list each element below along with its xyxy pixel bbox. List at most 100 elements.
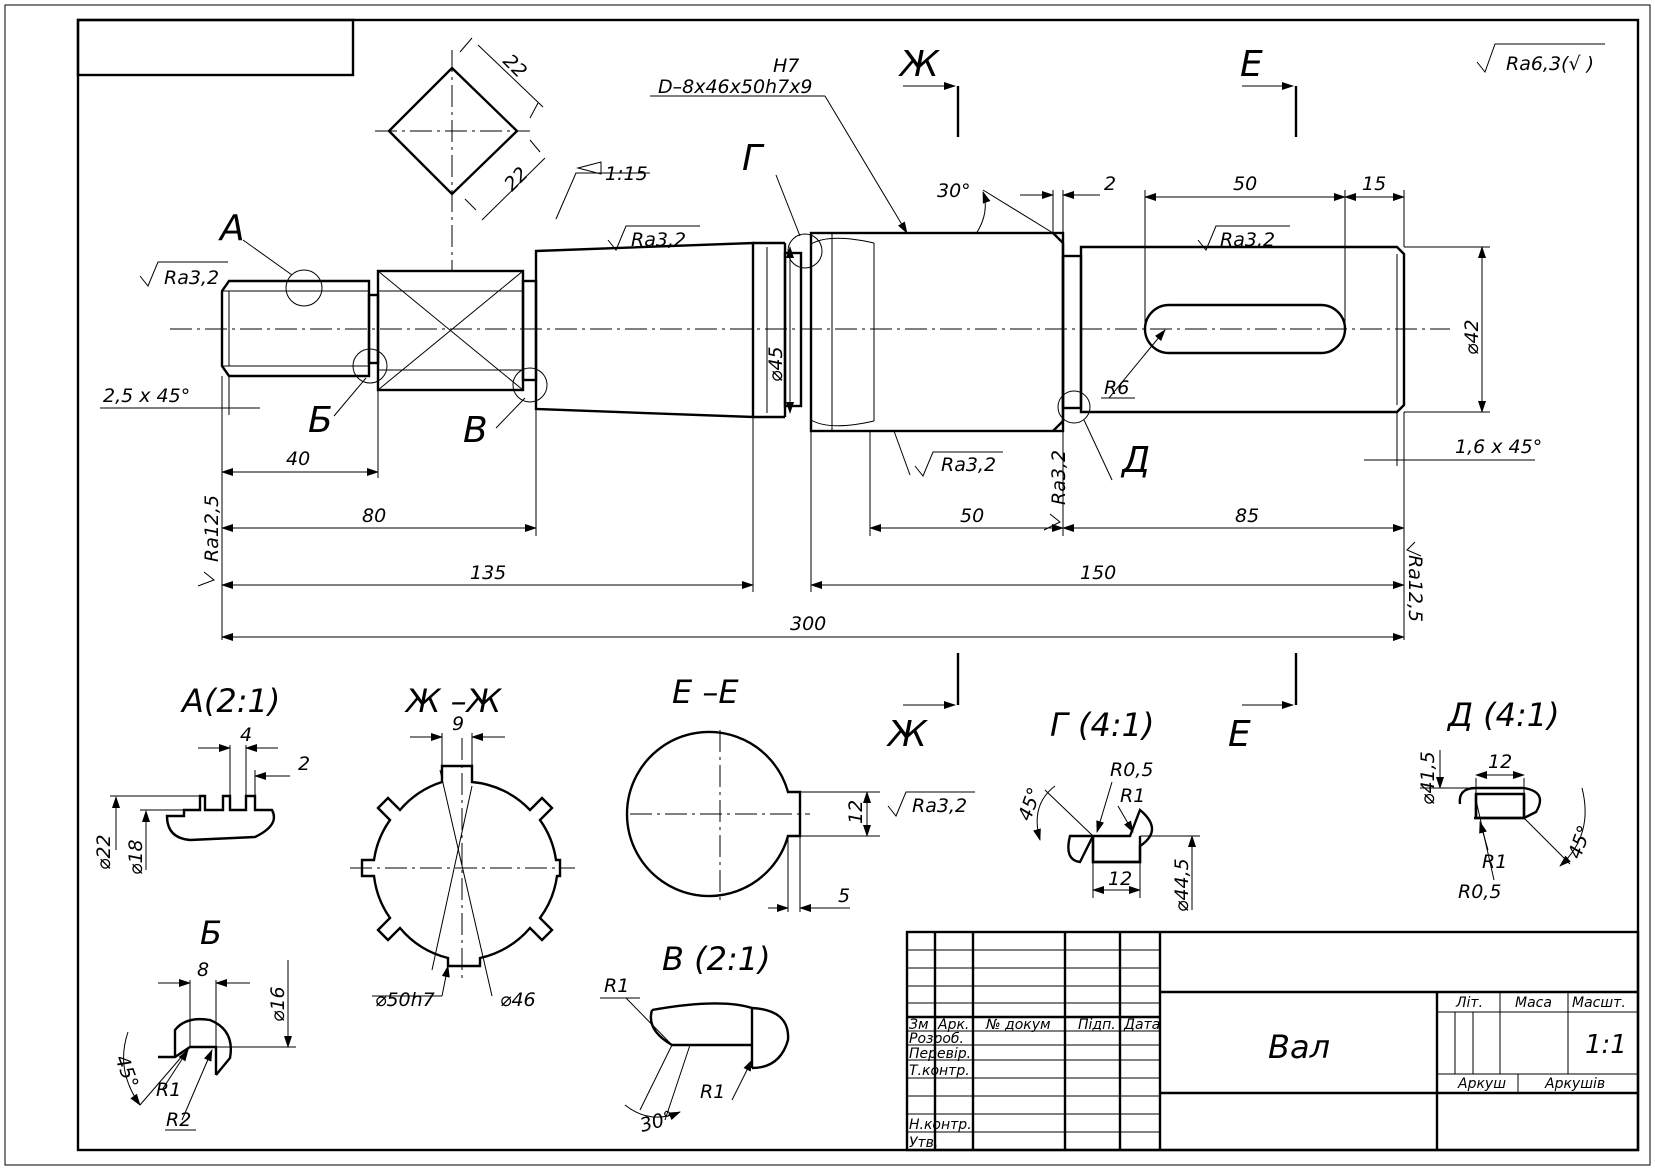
ra-right-face: Ra12,5	[1404, 555, 1426, 622]
section-zh-title: Ж –Ж	[404, 682, 503, 720]
section-e-dim-12: 12	[845, 800, 867, 824]
square-dim-bottom: 22	[500, 163, 533, 196]
tb-col-scale: Масшт.	[1572, 995, 1626, 1011]
detail-a: А(2:1) 4 2 ⌀22 ⌀18	[93, 682, 310, 875]
label-e-top: Е	[1240, 44, 1263, 85]
taper-label: 1:15	[605, 163, 648, 185]
dim-50: 50	[960, 505, 984, 527]
section-zh-d50: ⌀50h7	[375, 989, 435, 1011]
keyway-slot	[1143, 303, 1347, 355]
detail-circle-b	[352, 348, 388, 384]
detail-circle-v	[512, 367, 548, 403]
detail-d-a45: 45°	[1564, 823, 1596, 862]
detail-circle-d	[1057, 390, 1091, 424]
square-cross-section: 22 22	[375, 37, 546, 270]
label-e-bottom: Е	[1228, 714, 1251, 755]
tb-sheets: Аркушів	[1544, 1076, 1605, 1092]
label-a: А	[218, 208, 245, 249]
detail-b-r1: R1	[156, 1079, 181, 1101]
keyed-journal	[1079, 245, 1406, 414]
detail-g-a45: 45°	[1014, 785, 1046, 824]
section-e-title: Е –Е	[672, 673, 739, 711]
label-v: В	[463, 410, 488, 451]
detail-d-d415: ⌀41,5	[1417, 751, 1439, 805]
tb-role-tech-control: Т.контр.	[909, 1063, 970, 1079]
spline-callout: H7 D–8x46x50h7x9	[650, 55, 908, 234]
detail-d-r1: R1	[1482, 851, 1507, 873]
label-zh-top: Ж	[898, 44, 941, 85]
drawing-frame	[76, 18, 1640, 1152]
detail-a-dim-2: 2	[298, 753, 310, 775]
tb-role-checker: Перевір.	[909, 1046, 971, 1062]
dim-40: 40	[286, 448, 310, 470]
section-e: Е –Е 12 Ra3,2 5	[625, 673, 975, 912]
section-e-dim-5: 5	[838, 885, 850, 907]
detail-g-r05: R0,5	[1110, 759, 1153, 781]
spline-designation: D–8x46x50h7x9	[658, 76, 813, 98]
dim-150: 150	[1080, 562, 1116, 584]
general-roughness: Ra6,3(√ )	[1476, 43, 1605, 75]
section-cut-marks	[903, 82, 1298, 709]
detail-a-dim-4: 4	[240, 724, 252, 746]
title-block: Зм Арк. № докум Підп. Дата Розроб. Перев…	[905, 930, 1640, 1152]
detail-b-dim-8: 8	[197, 959, 209, 981]
detail-b-r2: R2	[166, 1109, 191, 1131]
tb-part-name: Вал	[1268, 1028, 1330, 1066]
detail-circle-g	[787, 233, 823, 269]
reverse-code-box	[76, 18, 355, 77]
taper-section	[534, 241, 755, 419]
dim-r6: R6	[1104, 377, 1129, 399]
detail-circle-a	[285, 269, 323, 307]
dim-key-50: 50	[1233, 173, 1257, 195]
tb-role-approved: Утв.	[909, 1135, 938, 1151]
label-zh-bottom: Ж	[886, 714, 929, 755]
label-b: Б	[308, 400, 333, 441]
dim-d45: ⌀45	[765, 346, 787, 382]
detail-b-title: Б	[200, 914, 222, 952]
detail-a-d18: ⌀18	[125, 839, 147, 875]
main-dimensions: 2,5 x 45° 40 80 135 300 50 85 150	[100, 173, 1542, 641]
tb-col-lit: Літ.	[1455, 995, 1483, 1011]
section-zh-dim-9: 9	[452, 713, 464, 735]
dim-chamfer-left: 2,5 x 45°	[103, 385, 190, 407]
sheet-border	[4, 4, 1651, 1166]
detail-b-d16: ⌀16	[267, 986, 289, 1022]
detail-d-title: Д (4:1)	[1446, 696, 1560, 734]
detail-v-r1a: R1	[604, 975, 629, 997]
section-zh: Ж –Ж 9 ⌀50h7 ⌀46	[350, 682, 575, 1011]
shaft-main-view: 22 22 1:15 H7 D–8x46x50h7x9 Ra3,2 Ra3,2 …	[100, 37, 1542, 755]
tb-sheet: Аркуш	[1457, 1076, 1506, 1092]
detail-v-r1b: R1	[700, 1081, 725, 1103]
dim-angle-30: 30°	[937, 180, 971, 202]
tb-scale-value: 1:1	[1585, 1030, 1627, 1060]
dim-groove-2: 2	[1104, 173, 1116, 195]
section-zh-d46: ⌀46	[500, 989, 536, 1011]
detail-d-dim-12: 12	[1488, 751, 1512, 773]
tb-zm: Зм	[909, 1017, 929, 1033]
dim-300: 300	[790, 613, 826, 635]
detail-a-title: А(2:1)	[180, 682, 280, 720]
ra-thread: Ra3,2	[164, 267, 219, 289]
dim-135: 135	[470, 562, 506, 584]
tb-sign: Підп.	[1078, 1017, 1116, 1033]
tb-role-developer: Розроб.	[909, 1031, 964, 1047]
general-roughness-label: Ra6,3(√ )	[1506, 53, 1594, 75]
detail-g: Г (4:1) 45° R0,5 R1 12 ⌀44,5	[1014, 706, 1200, 912]
detail-v-title: В (2:1)	[662, 940, 771, 978]
ra-shoulder: Ra3,2	[1048, 450, 1070, 505]
tb-role-norm-control: Н.контр.	[909, 1117, 972, 1133]
tb-doc: № докум	[985, 1017, 1051, 1033]
ra-spline: Ra3,2	[941, 454, 996, 476]
tb-date: Дата	[1123, 1017, 1160, 1033]
dim-85: 85	[1235, 505, 1259, 527]
square-dim-top: 22	[498, 50, 531, 83]
detail-g-dim-12: 12	[1108, 868, 1132, 890]
detail-v: В (2:1) R1 R1 30°	[600, 940, 790, 1137]
ra-left-face: Ra12,5	[201, 495, 223, 562]
ra-journal: Ra3,2	[1220, 229, 1275, 251]
spline-section	[809, 231, 1065, 433]
dim-d42: ⌀42	[1461, 319, 1483, 355]
dim-chamfer-right: 1,6 x 45°	[1455, 436, 1542, 458]
dim-key-15: 15	[1362, 173, 1386, 195]
